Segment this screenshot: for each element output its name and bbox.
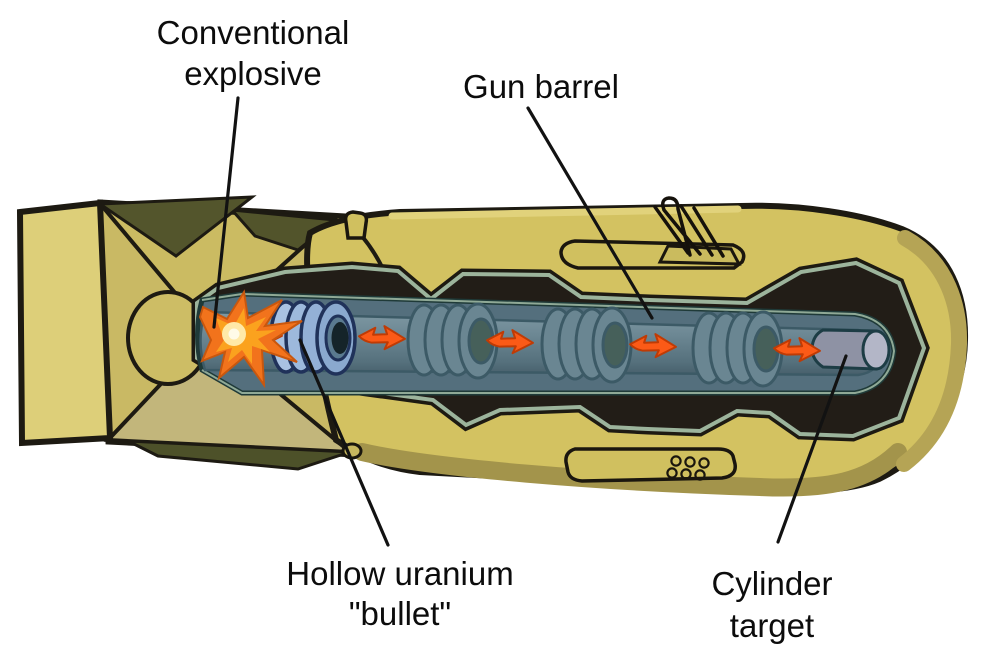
hollow-uranium-bullet bbox=[269, 300, 357, 376]
barrel-housing-trim bbox=[201, 292, 896, 394]
port-hole bbox=[666, 467, 678, 479]
whip-antenna-4 bbox=[692, 206, 725, 258]
leader-cylinder-target bbox=[776, 354, 848, 544]
port-hole bbox=[680, 468, 692, 480]
label-gun-barrel: Gun barrel bbox=[463, 68, 619, 105]
port-hole bbox=[670, 455, 682, 467]
fin-top-wedge bbox=[95, 195, 257, 258]
whip-antenna-loop bbox=[661, 196, 702, 257]
ghost-bullet-1 bbox=[406, 302, 499, 380]
label-cylinder-target-line2: target bbox=[730, 607, 814, 644]
whip-antenna-3 bbox=[679, 204, 714, 257]
fin-lower-shadow bbox=[127, 439, 351, 471]
nose-inner-shade bbox=[896, 230, 968, 472]
leader-hollow-uranium-bullet bbox=[298, 338, 390, 547]
tail-fin-assembly bbox=[16, 195, 361, 471]
target-end-cap bbox=[861, 329, 891, 371]
label-conventional-explosive-line1: Conventional bbox=[157, 14, 350, 51]
suspension-lug bbox=[343, 210, 369, 240]
fin-box-left-face bbox=[16, 199, 114, 447]
label-hollow-uranium-line1: Hollow uranium bbox=[286, 555, 513, 592]
labels: Conventional explosive Gun barrel Hollow… bbox=[157, 14, 833, 644]
casing-top-highlight bbox=[388, 205, 742, 220]
explosion-hot-core bbox=[228, 328, 240, 340]
label-cylinder-target-line1: Cylinder bbox=[711, 565, 832, 602]
bullet-ghost-positions bbox=[406, 302, 784, 388]
whip-antenna-1 bbox=[653, 205, 690, 255]
leader-conventional-explosive bbox=[212, 96, 240, 329]
leader-lines bbox=[212, 96, 848, 547]
casing-underside-shade bbox=[353, 443, 907, 497]
bottom-access-panel bbox=[564, 447, 737, 483]
label-conventional-explosive-line2: explosive bbox=[184, 55, 322, 92]
port-hole bbox=[684, 456, 696, 468]
bullet-hollow-bore bbox=[331, 322, 349, 354]
ghost-bullet-2 bbox=[540, 306, 633, 384]
port-hole bbox=[698, 457, 710, 469]
port-hole bbox=[694, 469, 706, 481]
radar-whip-antennas bbox=[653, 196, 725, 258]
label-hollow-uranium-line2: "bullet" bbox=[349, 595, 451, 632]
leader-gun-barrel bbox=[526, 106, 654, 320]
ghost-bullet-3 bbox=[691, 310, 784, 388]
cylinder-target bbox=[810, 328, 891, 371]
explosion-mid-burst bbox=[216, 308, 276, 364]
conventional-explosive-detonation bbox=[198, 289, 303, 389]
bottom-panel-ports bbox=[666, 455, 710, 481]
